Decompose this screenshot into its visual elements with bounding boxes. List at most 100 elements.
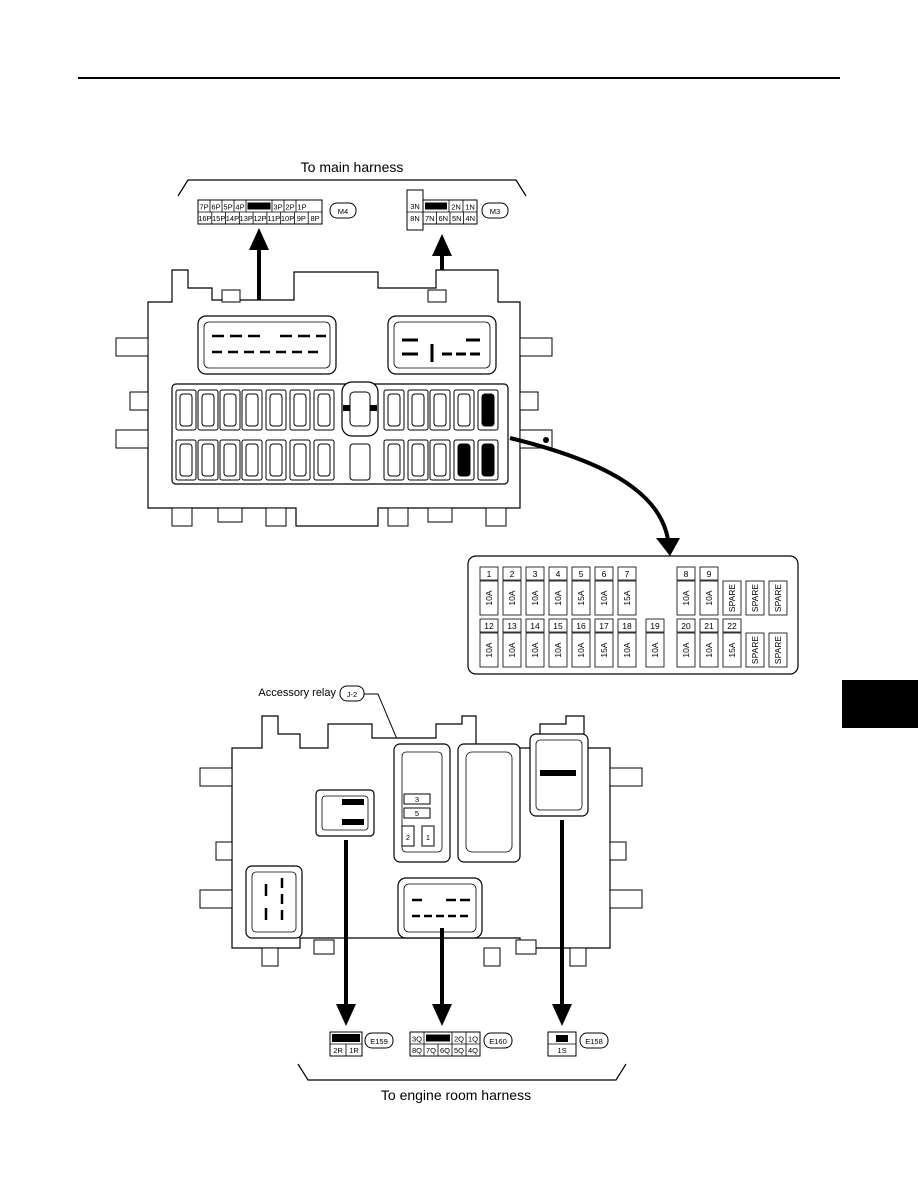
top-bracket <box>177 179 527 197</box>
e160-pin-2q: 2Q <box>454 1035 464 1044</box>
bay-fuse-top-r5 <box>477 389 499 431</box>
fuse-spare-bottom-11: SPARE <box>745 632 765 668</box>
m3-blank-pin <box>425 202 447 210</box>
bottom-bracket <box>297 1063 627 1081</box>
fuse-rating: 10A <box>576 642 586 657</box>
bay-fuse-top-1 <box>175 389 197 431</box>
m4-pin-10p: 10P <box>281 214 294 223</box>
fuse-rating: SPARE <box>750 584 760 613</box>
relay-terminal-1: 1 <box>426 833 430 842</box>
m3-id-badge <box>481 202 509 219</box>
fuse-rating: 10A <box>553 642 563 657</box>
bay-fuse-bottom-4 <box>241 439 263 481</box>
arrow-to-e158 <box>552 820 572 1026</box>
m4-pin-4p: 4P <box>235 203 244 212</box>
bay-fuse-bottom-6 <box>289 439 311 481</box>
fuse-rating: SPARE <box>773 636 783 665</box>
e160-pin-8q: 8Q <box>412 1046 422 1055</box>
bay-fuse-top-4 <box>241 389 263 431</box>
e159-pin-0: 2R <box>333 1046 343 1055</box>
bay-fuse-top-r3 <box>429 389 451 431</box>
fuse-rating: 10A <box>507 642 517 657</box>
relay-terminal-3: 3 <box>415 795 419 804</box>
bottom-harness-label: To engine room harness <box>381 1087 531 1103</box>
fuse-number: 13 <box>507 621 517 631</box>
fuse-rating: 10A <box>650 642 660 657</box>
e160-pin-4q: 4Q <box>468 1046 478 1055</box>
fuse-number: 16 <box>576 621 586 631</box>
bay-fuse-bottom-7 <box>313 439 335 481</box>
m3-pin-2n: 2N <box>451 203 461 212</box>
fuse-rating: SPARE <box>773 584 783 613</box>
bay-fuse-bottom-5 <box>265 439 287 481</box>
bay-fuse-top-r1 <box>383 389 405 431</box>
fuse-number: 17 <box>599 621 609 631</box>
fuse-spare-top-9: SPARE <box>722 580 742 616</box>
fuse-number: 15 <box>553 621 563 631</box>
m3-pin-6n: 6N <box>438 214 448 223</box>
fuse-number: 8 <box>684 569 689 579</box>
fuse-rating: 10A <box>681 590 691 605</box>
fuse-block-front <box>115 269 553 527</box>
bay-fuse-top-7 <box>313 389 335 431</box>
fuse-8: 8 10A <box>676 566 696 616</box>
bay-fuse-top-r2 <box>407 389 429 431</box>
m3-id: M3 <box>490 207 500 216</box>
fuse-rating: 10A <box>553 590 563 605</box>
arrow-to-e160 <box>432 928 452 1026</box>
fuse-number: 18 <box>622 621 632 631</box>
fuse-number: 2 <box>510 569 515 579</box>
fuse-rating: 10A <box>681 642 691 657</box>
m4-blank-pin <box>247 202 271 210</box>
e160-blank-pin <box>426 1034 450 1042</box>
fuse-number: 7 <box>625 569 630 579</box>
m3-pin-side-1: 8N <box>410 214 420 223</box>
fuse-number: 22 <box>727 621 737 631</box>
fuse-rating: 10A <box>622 642 632 657</box>
fuse-16: 16 10A <box>571 618 591 668</box>
bay-fuse-bottom-r3 <box>429 439 451 481</box>
m4-id: M4 <box>338 207 348 216</box>
fuse-rating: 10A <box>704 590 714 605</box>
m4-pin-8p: 8P <box>311 214 320 223</box>
top-harness-label: To main harness <box>301 159 404 175</box>
bay-fuse-bottom-r5 <box>477 439 499 481</box>
fuse-rating: 10A <box>704 642 714 657</box>
fuse-13: 13 10A <box>502 618 522 668</box>
section-tab <box>842 680 918 728</box>
e158-id: E158 <box>585 1037 603 1046</box>
m3-pin-4n: 4N <box>465 214 475 223</box>
m3-pin-side-0: 3N <box>410 202 420 211</box>
e159-id: E159 <box>370 1037 388 1046</box>
m4-pin-12p: 12P <box>253 214 266 223</box>
m4-pin-13p: 13P <box>240 214 253 223</box>
fuse-number: 12 <box>484 621 494 631</box>
bay-fuse-bottom-r2 <box>407 439 429 481</box>
bay-fuse-top-2 <box>197 389 219 431</box>
fuse-15: 15 10A <box>548 618 568 668</box>
m4-pin-5p: 5P <box>223 203 232 212</box>
arrow-to-e159 <box>336 840 356 1026</box>
bay-fuse-bottom-3 <box>219 439 241 481</box>
fuse-rating: 15A <box>622 590 632 605</box>
e160-id-badge <box>483 1032 513 1049</box>
fuse-number: 5 <box>579 569 584 579</box>
bay-fuse-top-6 <box>289 389 311 431</box>
bay-fuse-top-r4 <box>453 389 475 431</box>
m4-pin-6p: 6P <box>211 203 220 212</box>
fuse-number: 6 <box>602 569 607 579</box>
bay-fuse-bottom-1 <box>175 439 197 481</box>
e160-pin-5q: 5Q <box>454 1046 464 1055</box>
connector-e158: 1S E158 <box>547 1031 609 1057</box>
